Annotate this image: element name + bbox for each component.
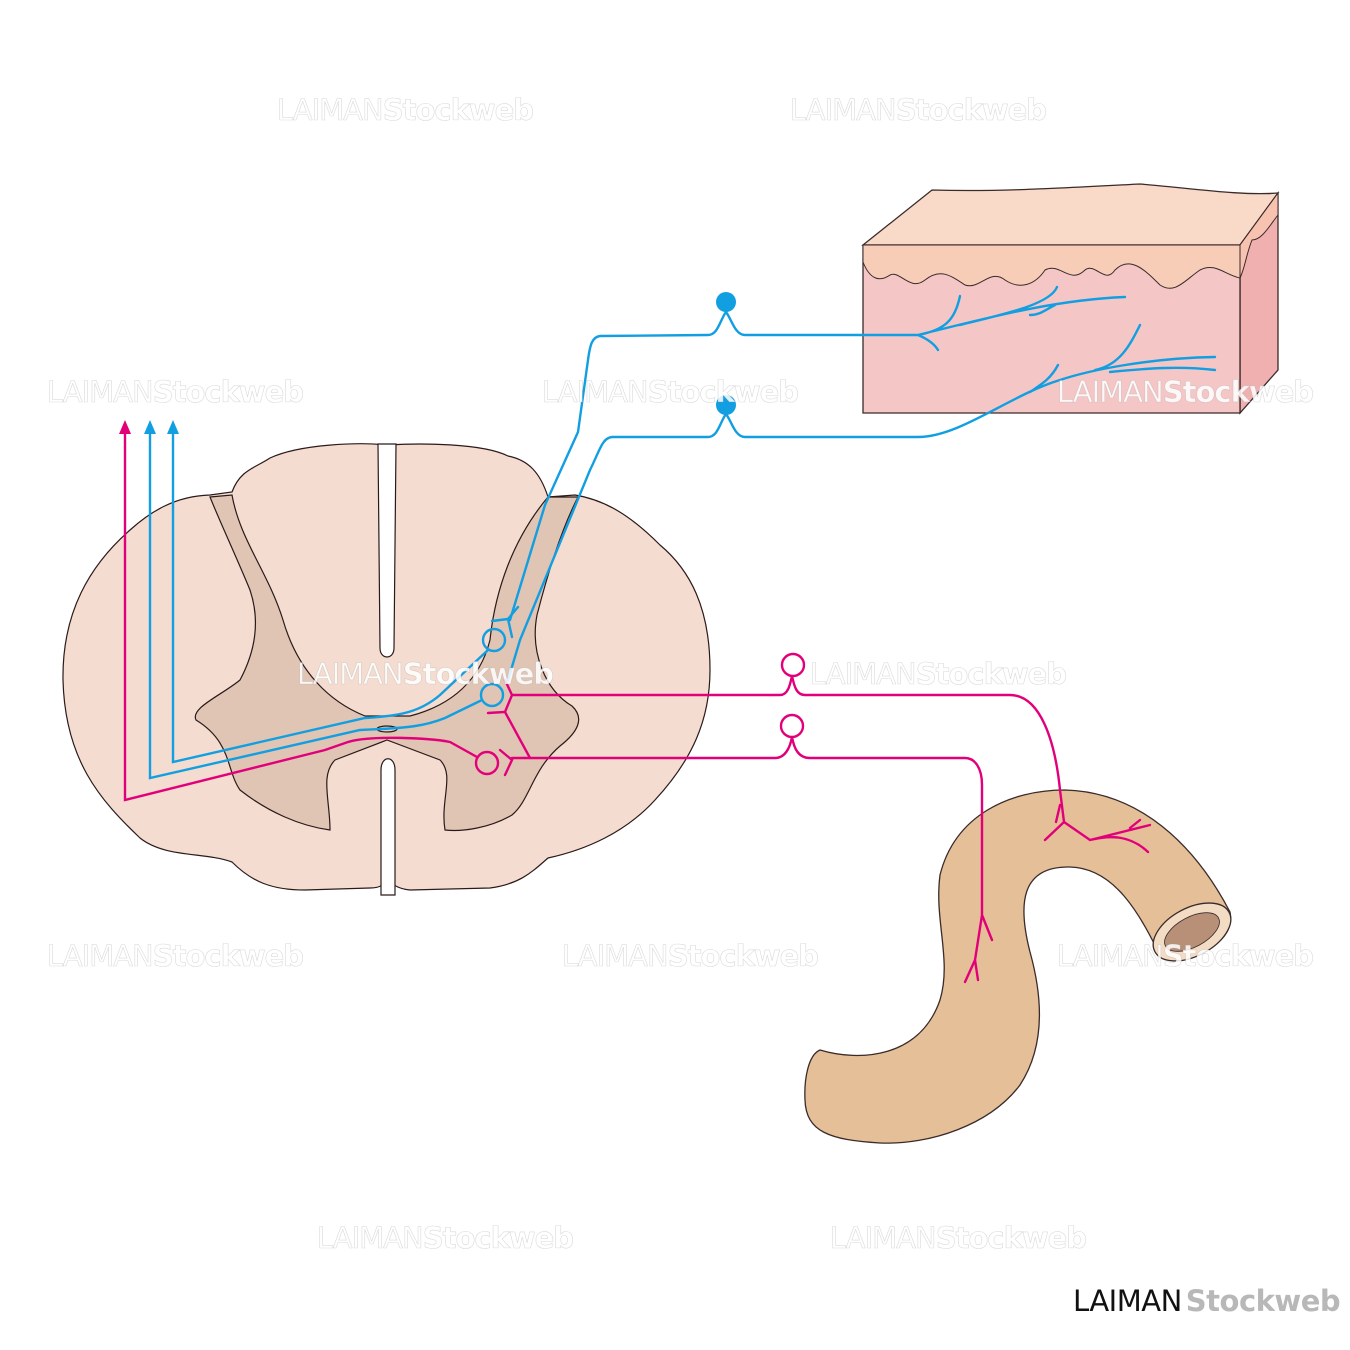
watermark-text: LAIMAN: [789, 93, 897, 128]
watermark-text: LAIMAN: [1056, 375, 1164, 410]
logo-text-laiman: LAIMAN: [1073, 1284, 1182, 1318]
watermark: LAIMANStockweb: [276, 93, 535, 128]
watermark-text: Stockweb: [152, 375, 304, 410]
watermark: LAIMANStockweb: [789, 93, 1048, 128]
watermark: LAIMANStockweb: [541, 375, 800, 410]
watermark: LAIMANStockweb: [809, 657, 1068, 692]
ascending-tract-blue-inner: [171, 426, 490, 764]
magenta-interneuron: [474, 750, 500, 776]
watermark: LAIMANStockweb: [46, 939, 305, 974]
watermark: LAIMANStockweb: [561, 939, 820, 974]
watermark: LAIMANStockweb: [1056, 939, 1315, 974]
watermark-text: Stockweb: [895, 93, 1047, 128]
watermark-text: LAIMAN: [541, 375, 649, 410]
blue-interneuron-upper: [481, 627, 507, 653]
visceral-nerve-upper: [510, 675, 1152, 854]
watermark-text: LAIMAN: [46, 939, 154, 974]
visceral-ganglion-upper: [780, 652, 806, 678]
dorsal-root-ganglion-upper: [716, 292, 736, 312]
watermark: LAIMANStockweb: [829, 1221, 1088, 1256]
watermark: LAIMANStockweb: [1056, 375, 1315, 410]
watermark-text: LAIMAN: [829, 1221, 937, 1256]
watermark-text: Stockweb: [152, 939, 304, 974]
watermark-text: Stockweb: [647, 375, 799, 410]
magenta-synapse-fork: [486, 678, 532, 777]
watermark-text: Stockweb: [1162, 375, 1314, 410]
intestine: [804, 789, 1232, 1144]
watermark-text: LAIMAN: [561, 939, 669, 974]
watermark-text: LAIMAN: [276, 93, 384, 128]
skin-side-epidermis: [1239, 191, 1279, 279]
watermark-text: Stockweb: [667, 939, 819, 974]
ventral-median-fissure: [380, 758, 396, 896]
watermark: LAIMANStockweb: [316, 1221, 575, 1256]
watermark-text: LAIMAN: [1056, 939, 1164, 974]
somatic-sensory-pathways: [144, 285, 1217, 780]
watermark: LAIMANStockweb: [46, 375, 305, 410]
spinal-cord: [62, 443, 711, 896]
ascending-tract-blue-outer: [148, 426, 484, 780]
ascending-tract-magenta: [123, 426, 479, 802]
skin-nerve-lower: [506, 323, 1217, 682]
dorsal-root-ganglion-lower: [716, 395, 736, 415]
blue-interneuron-lower: [479, 682, 505, 708]
intestine-lumen: [1164, 912, 1220, 952]
skin-top-face: [861, 183, 1280, 246]
visceral-nerve-lower: [523, 736, 994, 984]
watermark-text: LAIMAN: [316, 1221, 424, 1256]
watermark: LAIMANStockweb: [296, 657, 555, 692]
arrow-up-icon: [119, 420, 131, 434]
skin-nerve-upper: [508, 285, 1127, 622]
arrow-up-icon: [167, 420, 179, 434]
dorsal-median-septum: [377, 443, 397, 658]
skin-epidermis: [862, 244, 1241, 289]
watermark-text: LAIMAN: [296, 657, 404, 692]
skin-block: [861, 183, 1280, 415]
watermark-text: Stockweb: [402, 657, 554, 692]
watermark-text: LAIMAN: [809, 657, 917, 692]
watermark-text: Stockweb: [915, 657, 1067, 692]
visceral-sensory-pathways: [119, 420, 1152, 984]
watermark-text: Stockweb: [382, 93, 534, 128]
watermark-text: Stockweb: [1162, 939, 1314, 974]
arrow-up-icon: [144, 420, 156, 434]
watermark-text: Stockweb: [935, 1221, 1087, 1256]
watermark-text: Stockweb: [422, 1221, 574, 1256]
watermark-text: LAIMAN: [46, 375, 154, 410]
blue-synapse-fork: [490, 605, 520, 639]
logo-text-stockweb: Stockweb: [1185, 1284, 1341, 1318]
visceral-ganglion-lower: [779, 713, 805, 739]
